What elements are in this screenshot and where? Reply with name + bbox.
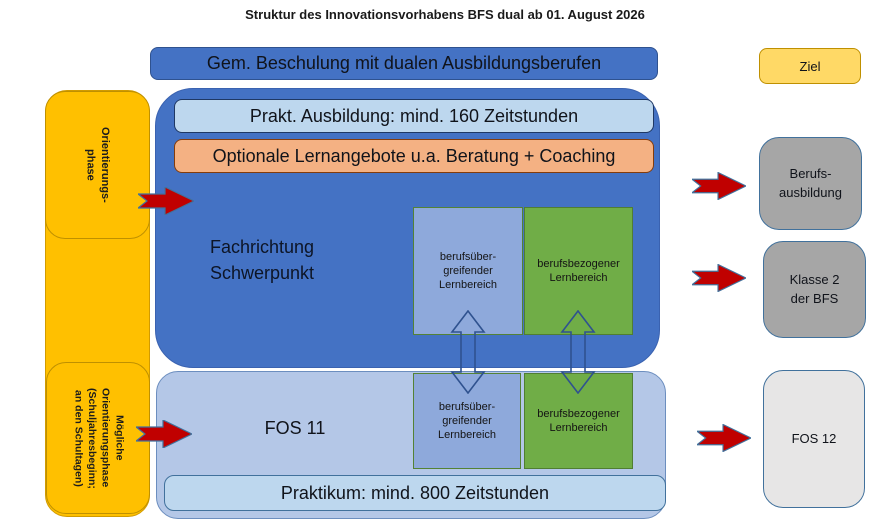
fos12-box: FOS 12 bbox=[763, 370, 865, 508]
fos11-label: FOS 11 bbox=[264, 417, 326, 438]
berufsausbildung-box: Berufs- ausbildung bbox=[759, 137, 862, 230]
arrow-right-icon bbox=[697, 424, 751, 452]
orientierungsphase-box: Orientierungs- phase bbox=[45, 91, 150, 239]
moegliche-orientierungsphase-box: Mögliche Orientierungsphase (Schuljahres… bbox=[46, 362, 150, 514]
lernbereich-berufsbezogen-box-bfs: berufsbezogener Lernbereich bbox=[524, 207, 633, 335]
arrow-right-icon bbox=[692, 264, 746, 292]
moegliche-orientierungsphase-label: Mögliche Orientierungsphase (Schuljahres… bbox=[72, 387, 126, 489]
fachrichtung-label: Fachrichtung Schwerpunkt bbox=[210, 237, 315, 284]
praktische-ausbildung-bar: Prakt. Ausbildung: mind. 160 Zeitstunden bbox=[174, 99, 654, 133]
double-arrow-icon bbox=[450, 310, 486, 394]
lernbereich-berufsbezogen-box-fos: berufsbezogener Lernbereich bbox=[524, 373, 633, 469]
bfs-header-bar: Gem. Beschulung mit dualen Ausbildungsbe… bbox=[150, 47, 658, 80]
optionale-lernangebote-bar: Optionale Lernangebote u.a. Beratung + C… bbox=[174, 139, 654, 173]
arrow-right-icon bbox=[692, 172, 746, 200]
orientierungsphase-label: Orientierungs- phase bbox=[84, 127, 111, 203]
arrow-right-icon bbox=[136, 420, 192, 448]
double-arrow-icon bbox=[560, 310, 596, 394]
page-title: Struktur des Innovationsvorhabens BFS du… bbox=[245, 6, 645, 22]
lernbereich-uebergreifend-box-fos: berufsüber- greifender Lernbereich bbox=[413, 373, 521, 469]
lernbereich-uebergreifend-box-bfs: berufsüber- greifender Lernbereich bbox=[413, 207, 523, 335]
praktikum-bar: Praktikum: mind. 800 Zeitstunden bbox=[164, 475, 666, 511]
arrow-right-icon bbox=[138, 187, 194, 215]
ziel-box: Ziel bbox=[759, 48, 861, 84]
klasse2-bfs-box: Klasse 2 der BFS bbox=[763, 241, 866, 338]
